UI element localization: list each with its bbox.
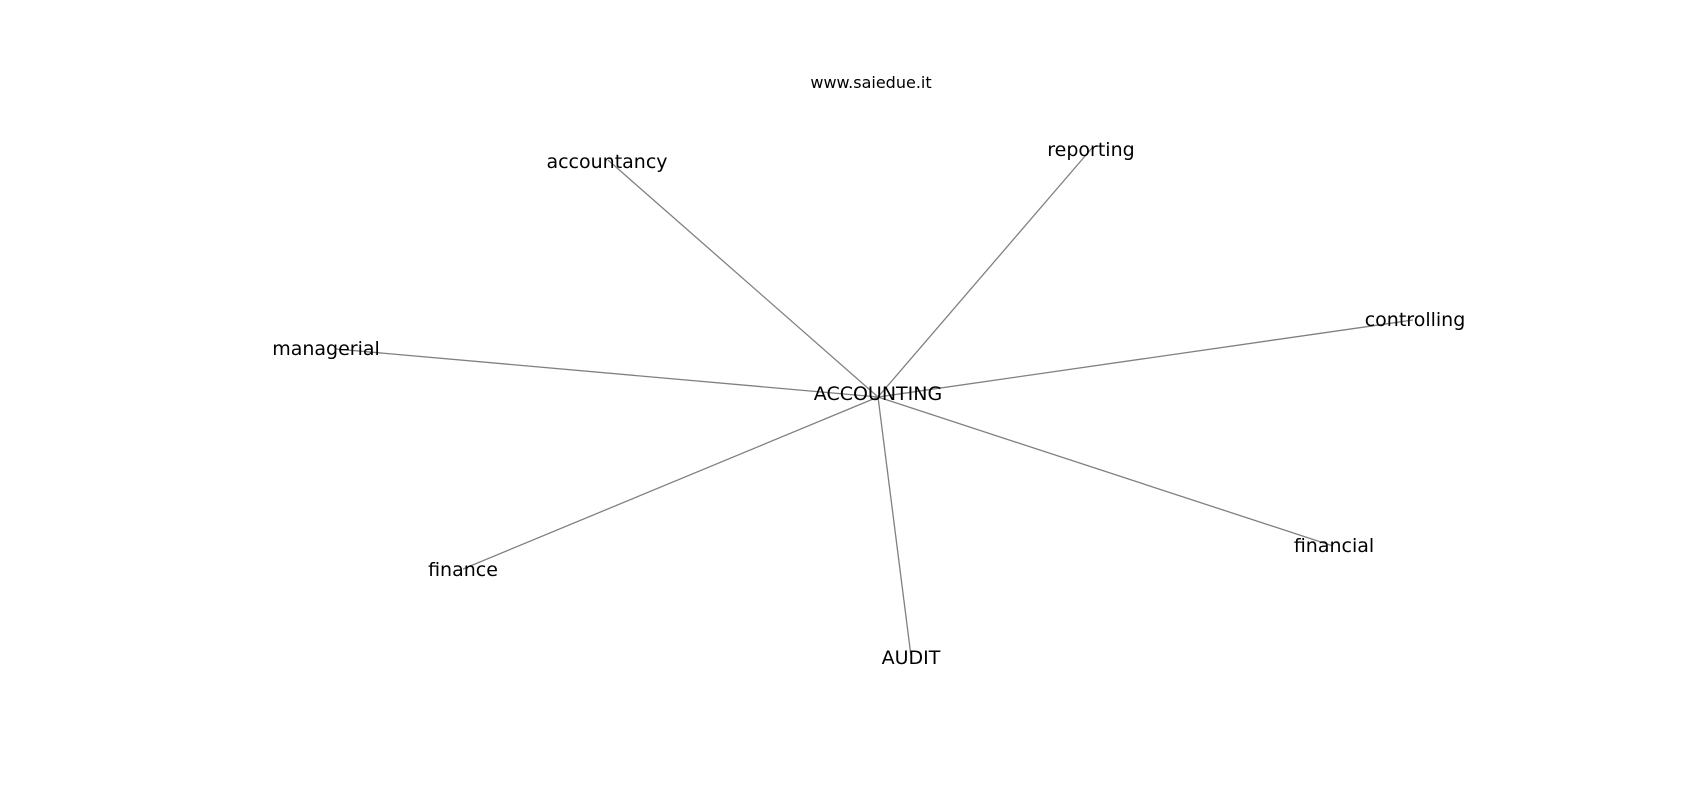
node-finance: finance bbox=[428, 559, 498, 581]
node-controlling: controlling bbox=[1365, 309, 1466, 331]
site-watermark: www.saiedue.it bbox=[810, 73, 931, 92]
edge-accounting-audit bbox=[877, 396, 912, 657]
diagram-labels: www.saiedue.it ACCOUNTING accountancy re… bbox=[272, 73, 1465, 669]
edge-accounting-controlling bbox=[877, 319, 1414, 398]
edge-accounting-reporting bbox=[877, 147, 1093, 398]
edge-accounting-accountancy bbox=[607, 159, 879, 398]
node-audit: AUDIT bbox=[882, 647, 941, 669]
node-accounting: ACCOUNTING bbox=[814, 383, 942, 405]
edge-accounting-managerial bbox=[335, 348, 879, 398]
node-accountancy: accountancy bbox=[546, 151, 667, 173]
node-managerial: managerial bbox=[272, 338, 380, 360]
node-financial: financial bbox=[1294, 535, 1374, 557]
edge-accounting-finance bbox=[462, 396, 879, 570]
diagram-edges bbox=[335, 147, 1414, 657]
node-reporting: reporting bbox=[1047, 139, 1134, 161]
edge-accounting-financial bbox=[877, 396, 1334, 547]
